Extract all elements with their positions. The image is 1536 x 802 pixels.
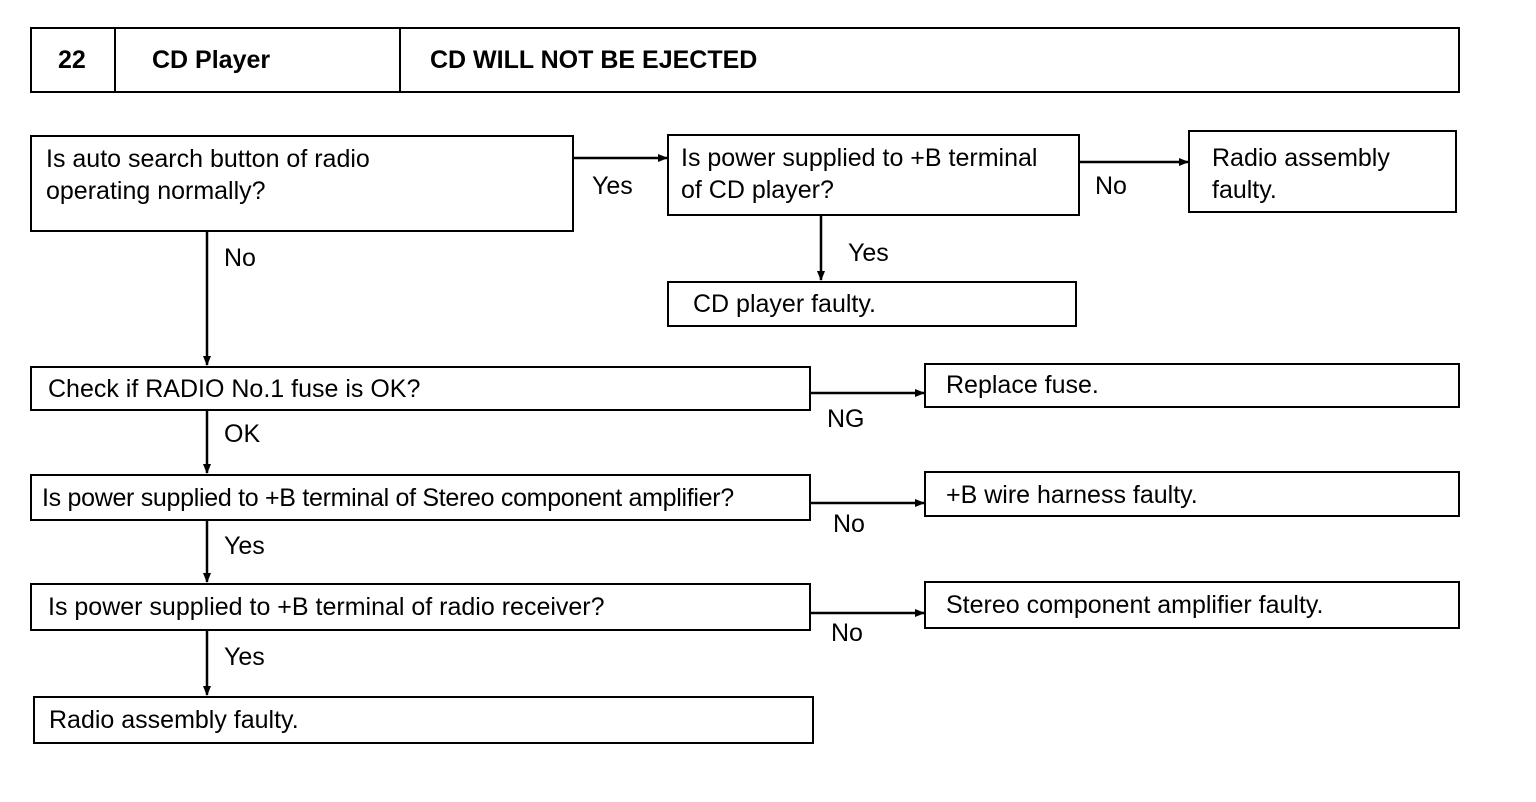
edge-label-e8: Yes (224, 532, 265, 560)
edge-label-e5: NG (827, 405, 865, 433)
node-text-line: Is power supplied to +B terminal of radi… (48, 593, 605, 621)
node-text-line: Is power supplied to +B terminal of Ster… (42, 484, 734, 512)
node-text-line: Radio assembly (1212, 144, 1390, 172)
node-text-line: operating normally? (46, 177, 266, 205)
node-text-line: Is auto search button of radio (46, 145, 370, 173)
procedure-header: 22 CD Player CD WILL NOT BE EJECTED (30, 27, 1460, 93)
node-fuse-check: Check if RADIO No.1 fuse is OK? (30, 366, 811, 411)
edge-label-e6: OK (224, 420, 261, 448)
node-radio-faulty-bottom: Radio assembly faulty. (33, 696, 814, 744)
node-auto-search-question: Is auto search button of radio operating… (30, 135, 574, 232)
procedure-number: 22 (58, 46, 86, 74)
node-text-line: CD player faulty. (693, 290, 876, 318)
node-text-line: Replace fuse. (946, 371, 1099, 399)
node-text-line: Stereo component amplifier faulty. (946, 591, 1324, 619)
edge-label-e2: No (1095, 172, 1127, 200)
procedure-category: CD Player (152, 46, 271, 74)
node-replace-fuse: Replace fuse. (924, 363, 1460, 408)
node-radio-faulty-top: Radio assembly faulty. (1188, 130, 1457, 213)
node-power-cd-question: Is power supplied to +B terminal of CD p… (667, 134, 1080, 216)
node-text-line: Check if RADIO No.1 fuse is OK? (48, 375, 421, 403)
node-text-line: of CD player? (681, 176, 834, 204)
node-cd-player-faulty: CD player faulty. (667, 281, 1077, 327)
header-divider (114, 29, 116, 91)
edge-label-e9: No (831, 619, 863, 647)
node-power-receiver-question: Is power supplied to +B terminal of radi… (30, 583, 811, 631)
node-text-line: faulty. (1212, 176, 1277, 204)
edge-label-e1: Yes (592, 172, 633, 200)
edge-label-e3: Yes (848, 239, 889, 267)
node-text-line: +B wire harness faulty. (946, 481, 1198, 509)
header-divider (399, 29, 401, 91)
edge-label-e4: No (224, 244, 256, 272)
node-wire-harness-faulty: +B wire harness faulty. (924, 471, 1460, 517)
node-amplifier-faulty: Stereo component amplifier faulty. (924, 581, 1460, 629)
node-text-line: Radio assembly faulty. (49, 706, 299, 734)
node-power-amp-question: Is power supplied to +B terminal of Ster… (30, 474, 811, 521)
edge-label-e7: No (833, 510, 865, 538)
node-text-line: Is power supplied to +B terminal (681, 144, 1038, 172)
edge-label-e10: Yes (224, 643, 265, 671)
procedure-title: CD WILL NOT BE EJECTED (430, 46, 758, 74)
